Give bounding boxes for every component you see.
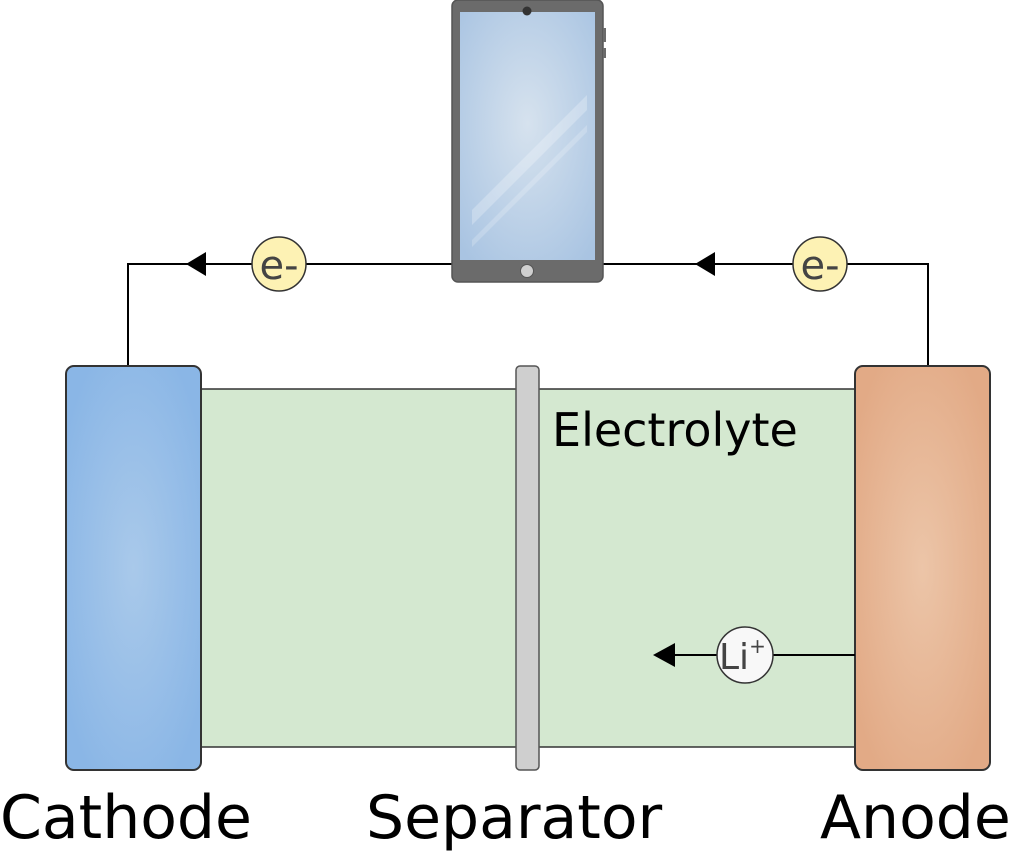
- electron-label: e-: [259, 243, 298, 289]
- ion-flow: Li+: [653, 626, 855, 684]
- electron-label: e-: [800, 243, 839, 289]
- arrowhead-icon: [695, 252, 715, 276]
- ion-symbol: Li+: [719, 634, 766, 678]
- phone-screen: [460, 12, 595, 260]
- cathode-label: Cathode: [0, 783, 252, 852]
- phone-camera: [522, 6, 532, 16]
- electron-badge-left: e-: [251, 236, 307, 292]
- electrolyte-label: Electrolyte: [552, 403, 798, 457]
- electron-badge-right: e-: [792, 236, 848, 292]
- cathode-electrode: [65, 365, 202, 771]
- separator-membrane: [515, 365, 540, 771]
- arrowhead-icon: [653, 643, 675, 667]
- ion-badge: [716, 626, 774, 684]
- separator-label: Separator: [366, 783, 663, 852]
- anode-label: Anode: [820, 783, 1011, 852]
- wire-left: [127, 263, 455, 366]
- arrowhead-icon: [186, 252, 206, 276]
- smartphone-icon: [451, 0, 606, 283]
- wire-right: [600, 263, 929, 366]
- phone-home-button: [520, 264, 534, 278]
- anode-electrode: [854, 365, 991, 771]
- external-circuit: [127, 252, 929, 366]
